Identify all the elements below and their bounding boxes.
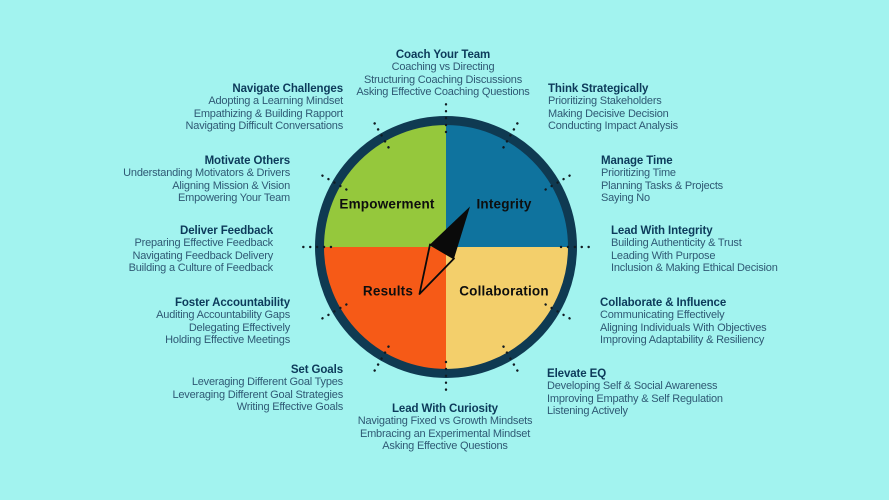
- topic-think-strategically: Think Strategically Prioritizing Stakeho…: [548, 83, 678, 132]
- topic-title: Coach Your Team: [395, 49, 491, 61]
- compass-ring: [315, 116, 577, 378]
- topic-item: Empathizing & Building Rapport: [193, 107, 344, 120]
- topic-item: Asking Effective Coaching Questions: [356, 85, 530, 98]
- topic-title: Collaborate & Influence: [600, 297, 727, 309]
- topic-lead-with-curiosity: Lead With Curiosity Navigating Fixed vs …: [295, 403, 595, 452]
- topic-manage-time: Manage Time Prioritizing Time Planning T…: [601, 155, 723, 204]
- needle-head: [430, 206, 470, 259]
- topic-item: Prioritizing Time: [601, 167, 676, 180]
- topic-item: Improving Empathy & Self Regulation: [547, 392, 723, 405]
- topic-item: Navigating Difficult Conversations: [185, 119, 344, 132]
- topic-title: Lead With Curiosity: [392, 403, 498, 415]
- quadrant-integrity: [446, 121, 572, 247]
- topic-set-goals: Set Goals Leveraging Different Goal Type…: [172, 364, 343, 413]
- topic-item: Empowering Your Team: [178, 191, 290, 204]
- topic-title: Motivate Others: [204, 155, 291, 167]
- quadrant-label-results: Results: [362, 283, 414, 299]
- topic-title: Elevate EQ: [547, 368, 607, 380]
- quadrant-results: [320, 247, 446, 373]
- topic-item: Preparing Effective Feedback: [134, 237, 273, 250]
- topic-title: Lead With Integrity: [611, 225, 713, 237]
- topic-title: Set Goals: [290, 364, 343, 376]
- topic-title: Think Strategically: [548, 83, 649, 95]
- topic-item: Navigating Feedback Delivery: [132, 249, 273, 262]
- topic-item: Auditing Accountability Gaps: [156, 309, 290, 322]
- topic-coach-your-team: Coach Your Team Coaching vs Directing St…: [293, 49, 593, 98]
- topic-item: Building a Culture of Feedback: [128, 261, 274, 274]
- topic-item: Leveraging Different Goal Types: [191, 376, 343, 389]
- topic-item: Leading With Purpose: [611, 249, 716, 262]
- topic-title: Navigate Challenges: [232, 83, 343, 95]
- topic-item: Structuring Coaching Discussions: [363, 73, 523, 86]
- topic-item: Aligning Individuals With Objectives: [600, 321, 767, 334]
- quadrant-empowerment: [320, 121, 446, 247]
- topic-elevate-eq: Elevate EQ Developing Self & Social Awar…: [547, 368, 723, 417]
- topic-item: Communicating Effectively: [600, 309, 725, 322]
- topic-title: Deliver Feedback: [179, 225, 273, 237]
- topic-item: Asking Effective Questions: [382, 439, 508, 452]
- quadrant-collaboration: [446, 247, 572, 373]
- quadrant-label-empowerment: Empowerment: [339, 196, 435, 212]
- topic-item: Making Decisive Decision: [548, 107, 669, 120]
- topic-item: Leveraging Different Goal Strategies: [172, 388, 343, 401]
- topic-item: Saying No: [601, 191, 650, 204]
- topic-item: Aligning Mission & Vision: [172, 179, 290, 192]
- topic-item: Conducting Impact Analysis: [548, 119, 678, 132]
- topic-item: Developing Self & Social Awareness: [547, 380, 718, 393]
- topic-item: Improving Adaptability & Resiliency: [600, 333, 765, 346]
- topic-item: Building Authenticity & Trust: [611, 237, 742, 250]
- topic-lead-with-integrity: Lead With Integrity Building Authenticit…: [611, 225, 778, 274]
- quadrant-label-integrity: Integrity: [476, 196, 532, 212]
- compass-tick-marks: [295, 96, 597, 398]
- topic-item: Navigating Fixed vs Growth Mindsets: [357, 415, 533, 428]
- topic-title: Manage Time: [601, 155, 673, 167]
- topic-title: Foster Accountability: [174, 297, 290, 309]
- topic-collaborate-and-influence: Collaborate & Influence Communicating Ef…: [600, 297, 767, 346]
- topic-item: Delegating Effectively: [188, 321, 290, 334]
- topic-item: Prioritizing Stakeholders: [548, 95, 662, 108]
- topic-item: Writing Effective Goals: [236, 400, 343, 413]
- topic-item: Understanding Motivators & Drivers: [123, 167, 290, 180]
- topic-item: Listening Actively: [547, 404, 628, 417]
- quadrant-label-collaboration: Collaboration: [459, 283, 549, 299]
- topic-item: Embracing an Experimental Mindset: [359, 427, 531, 440]
- topic-item: Coaching vs Directing: [391, 61, 495, 74]
- topic-deliver-feedback: Deliver Feedback Preparing Effective Fee…: [128, 225, 274, 274]
- topic-motivate-others: Motivate Others Understanding Motivators…: [123, 155, 290, 204]
- topic-item: Holding Effective Meetings: [165, 333, 290, 346]
- topic-item: Inclusion & Making Ethical Decision: [611, 261, 778, 274]
- topic-item: Adopting a Learning Mindset: [208, 95, 343, 108]
- topic-item: Planning Tasks & Projects: [601, 179, 723, 192]
- topic-navigate-challenges: Navigate Challenges Adopting a Learning …: [185, 83, 344, 132]
- topic-foster-accountability: Foster Accountability Auditing Accountab…: [156, 297, 290, 346]
